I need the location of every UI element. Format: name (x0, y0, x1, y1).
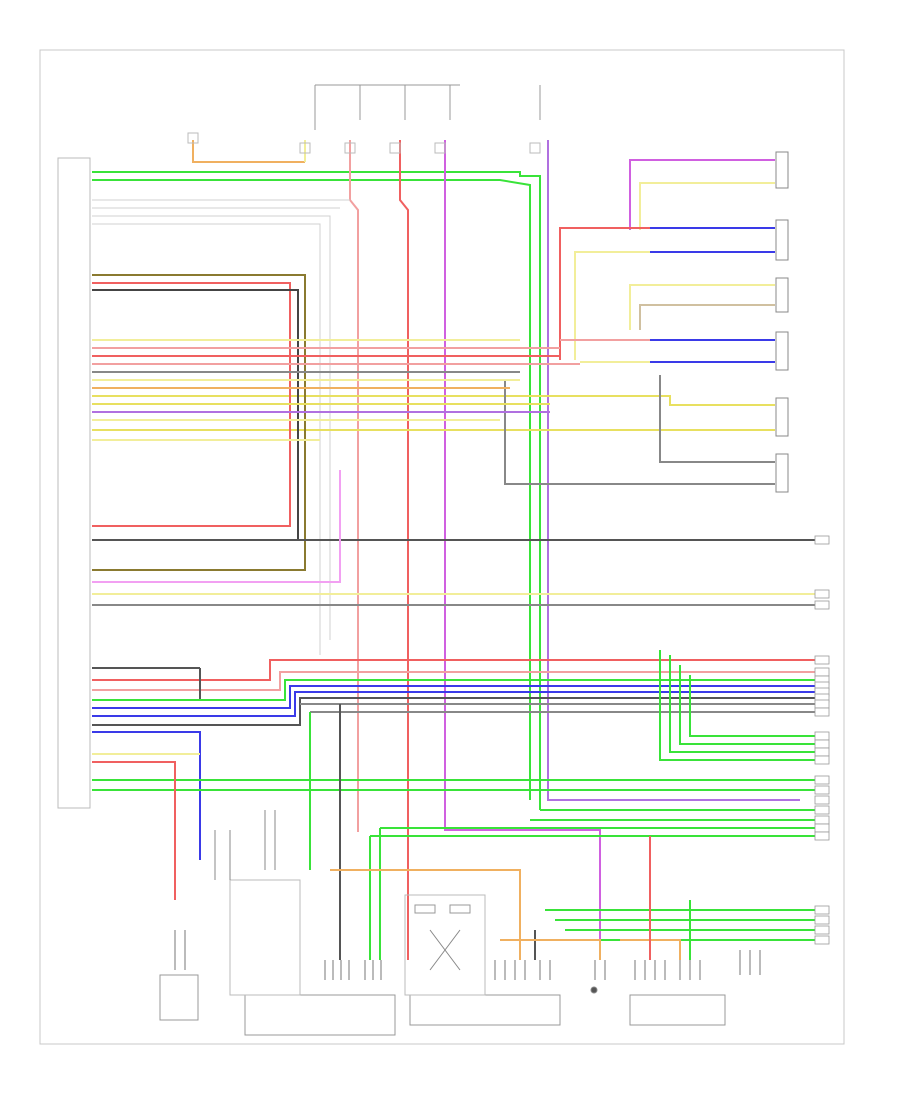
green-bus-1 (92, 171, 541, 810)
pink-vert-1 (349, 140, 359, 832)
top-wires (92, 140, 800, 960)
speaker-3 (775, 277, 789, 313)
speaker-2 (775, 219, 789, 261)
controller-wires (92, 274, 815, 606)
magenta-vert-1 (444, 140, 601, 940)
violet-vert-1 (547, 140, 800, 801)
red-vert-1 (399, 140, 409, 960)
module-bottom-left (159, 974, 199, 1021)
switch-symbols (214, 810, 598, 994)
orange-feed-wire (192, 140, 305, 163)
left-controller-box (57, 157, 91, 809)
green-bus-2 (92, 179, 531, 800)
bottom-modules (159, 879, 726, 1036)
module-bottom-1 (244, 994, 396, 1036)
top-connectors (187, 84, 541, 154)
bottom-pins (174, 930, 761, 980)
module-bottom-3 (629, 994, 726, 1026)
speaker-5 (775, 397, 789, 437)
speaker-wires (92, 159, 775, 485)
speaker-4 (775, 331, 789, 371)
right-pins (814, 535, 830, 945)
speakers (775, 151, 789, 493)
module-bottom-2 (409, 994, 561, 1026)
speaker-6 (775, 453, 789, 493)
speaker-1 (775, 151, 789, 189)
lower-bus-wires (92, 650, 815, 960)
diagram-frame (39, 49, 845, 1045)
